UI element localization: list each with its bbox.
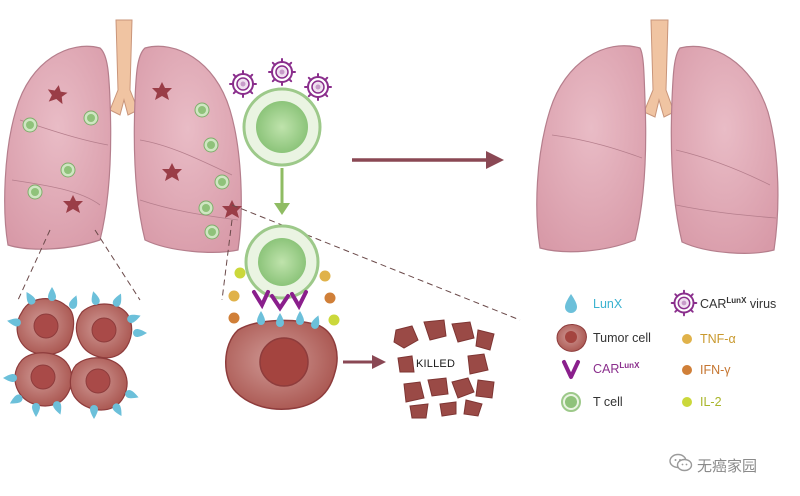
killed-tumor-debris [393,319,495,419]
legend-icons [556,289,698,412]
kill-arrow [343,355,386,369]
transduction-arrow [274,168,290,215]
legend-car-virus-label: CARLunX virus [700,296,776,312]
zoom-lines-left [17,204,521,321]
car-t-cell [228,224,340,326]
car-superscript: LunX [619,361,640,370]
legend-t-cell-label: T cell [593,395,623,409]
car-prefix: CAR [593,362,620,376]
car-virus-legend-icon [670,289,698,317]
wechat-icon [669,453,693,472]
watermark: 无癌家园 [697,457,758,475]
car-virus-suffix: virus [746,297,777,311]
car-virus-superscript: LunX [726,296,747,305]
legend-tnf-label: TNF-α [700,332,736,346]
car-virus-prefix: CAR [700,297,727,311]
tumor-cell-legend-icon [556,324,587,352]
diseased-lungs [4,19,242,253]
lunx-legend-icon [565,294,577,313]
trachea-left [109,19,139,116]
legend-lunx-label: LunX [593,297,623,311]
tnf-legend-icon [682,334,692,344]
t-cell-legend-icon [561,392,581,412]
legend-ifn-label: IFN-γ [700,363,731,377]
right-lung-lobe [133,45,242,253]
target-tumor-cell [225,311,338,410]
ifn-legend-icon [682,365,692,375]
il2-legend-icon [682,397,692,407]
legend-car-label: CARLunX [593,361,639,377]
treatment-outcome-arrow [352,151,504,169]
healthy-lungs [536,19,779,254]
legend-tumor-cell-label: Tumor cell [593,331,651,345]
left-lung-lobe [4,45,112,250]
killed-label: KILLED [416,358,456,370]
t-cell-top [242,87,322,167]
tumor-cluster [3,287,147,419]
car-legend-icon [562,360,580,379]
legend-il2-label: IL-2 [700,395,722,409]
